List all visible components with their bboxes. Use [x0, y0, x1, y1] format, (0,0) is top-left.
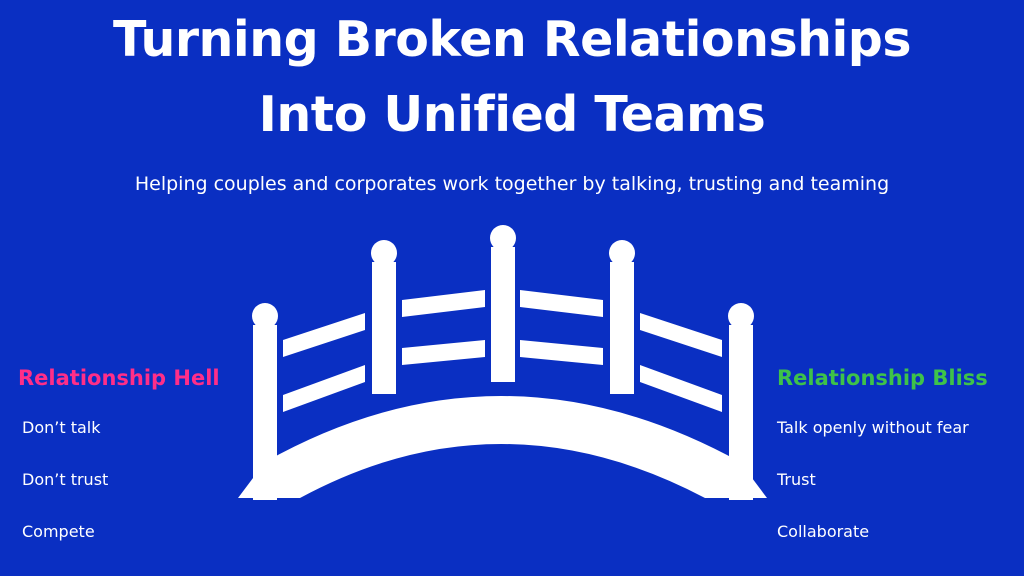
bliss-item-1: Talk openly without fear — [777, 418, 969, 437]
bridge-rail — [283, 313, 365, 357]
bridge-post — [372, 262, 396, 394]
hell-item-3: Compete — [22, 522, 95, 541]
bridge-rail — [402, 290, 485, 317]
bridge-rail — [283, 365, 365, 412]
bridge-post-cap — [728, 303, 754, 329]
bridge-post-cap — [371, 240, 397, 266]
bridge-post — [610, 262, 634, 394]
bridge-post — [253, 325, 277, 500]
bridge-post-cap — [609, 240, 635, 266]
hell-item-1: Don’t talk — [22, 418, 101, 437]
bridge-post — [491, 247, 515, 382]
bliss-item-3: Collaborate — [777, 522, 870, 541]
bliss-item-2: Trust — [777, 470, 816, 489]
page-title: Turning Broken Relationships Into Unifie… — [0, 2, 1024, 152]
bridge-rail — [640, 313, 722, 357]
bridge-rail — [640, 365, 722, 412]
hell-item-2: Don’t trust — [22, 470, 109, 489]
relationship-bliss-heading: Relationship Bliss — [777, 366, 988, 390]
bridge-post-cap — [252, 303, 278, 329]
bridge-post — [729, 325, 753, 500]
subtitle: Helping couples and corporates work toge… — [134, 173, 890, 195]
bridge-rail — [520, 340, 603, 365]
relationship-hell-heading: Relationship Hell — [18, 366, 220, 390]
bridge-post-cap — [490, 225, 516, 251]
bridge-rail — [402, 340, 485, 365]
title-line-1: Turning Broken Relationships — [112, 11, 912, 68]
bridge-deck — [238, 396, 767, 498]
title-line-2: Into Unified Teams — [258, 86, 766, 143]
bridge-rail — [520, 290, 603, 317]
